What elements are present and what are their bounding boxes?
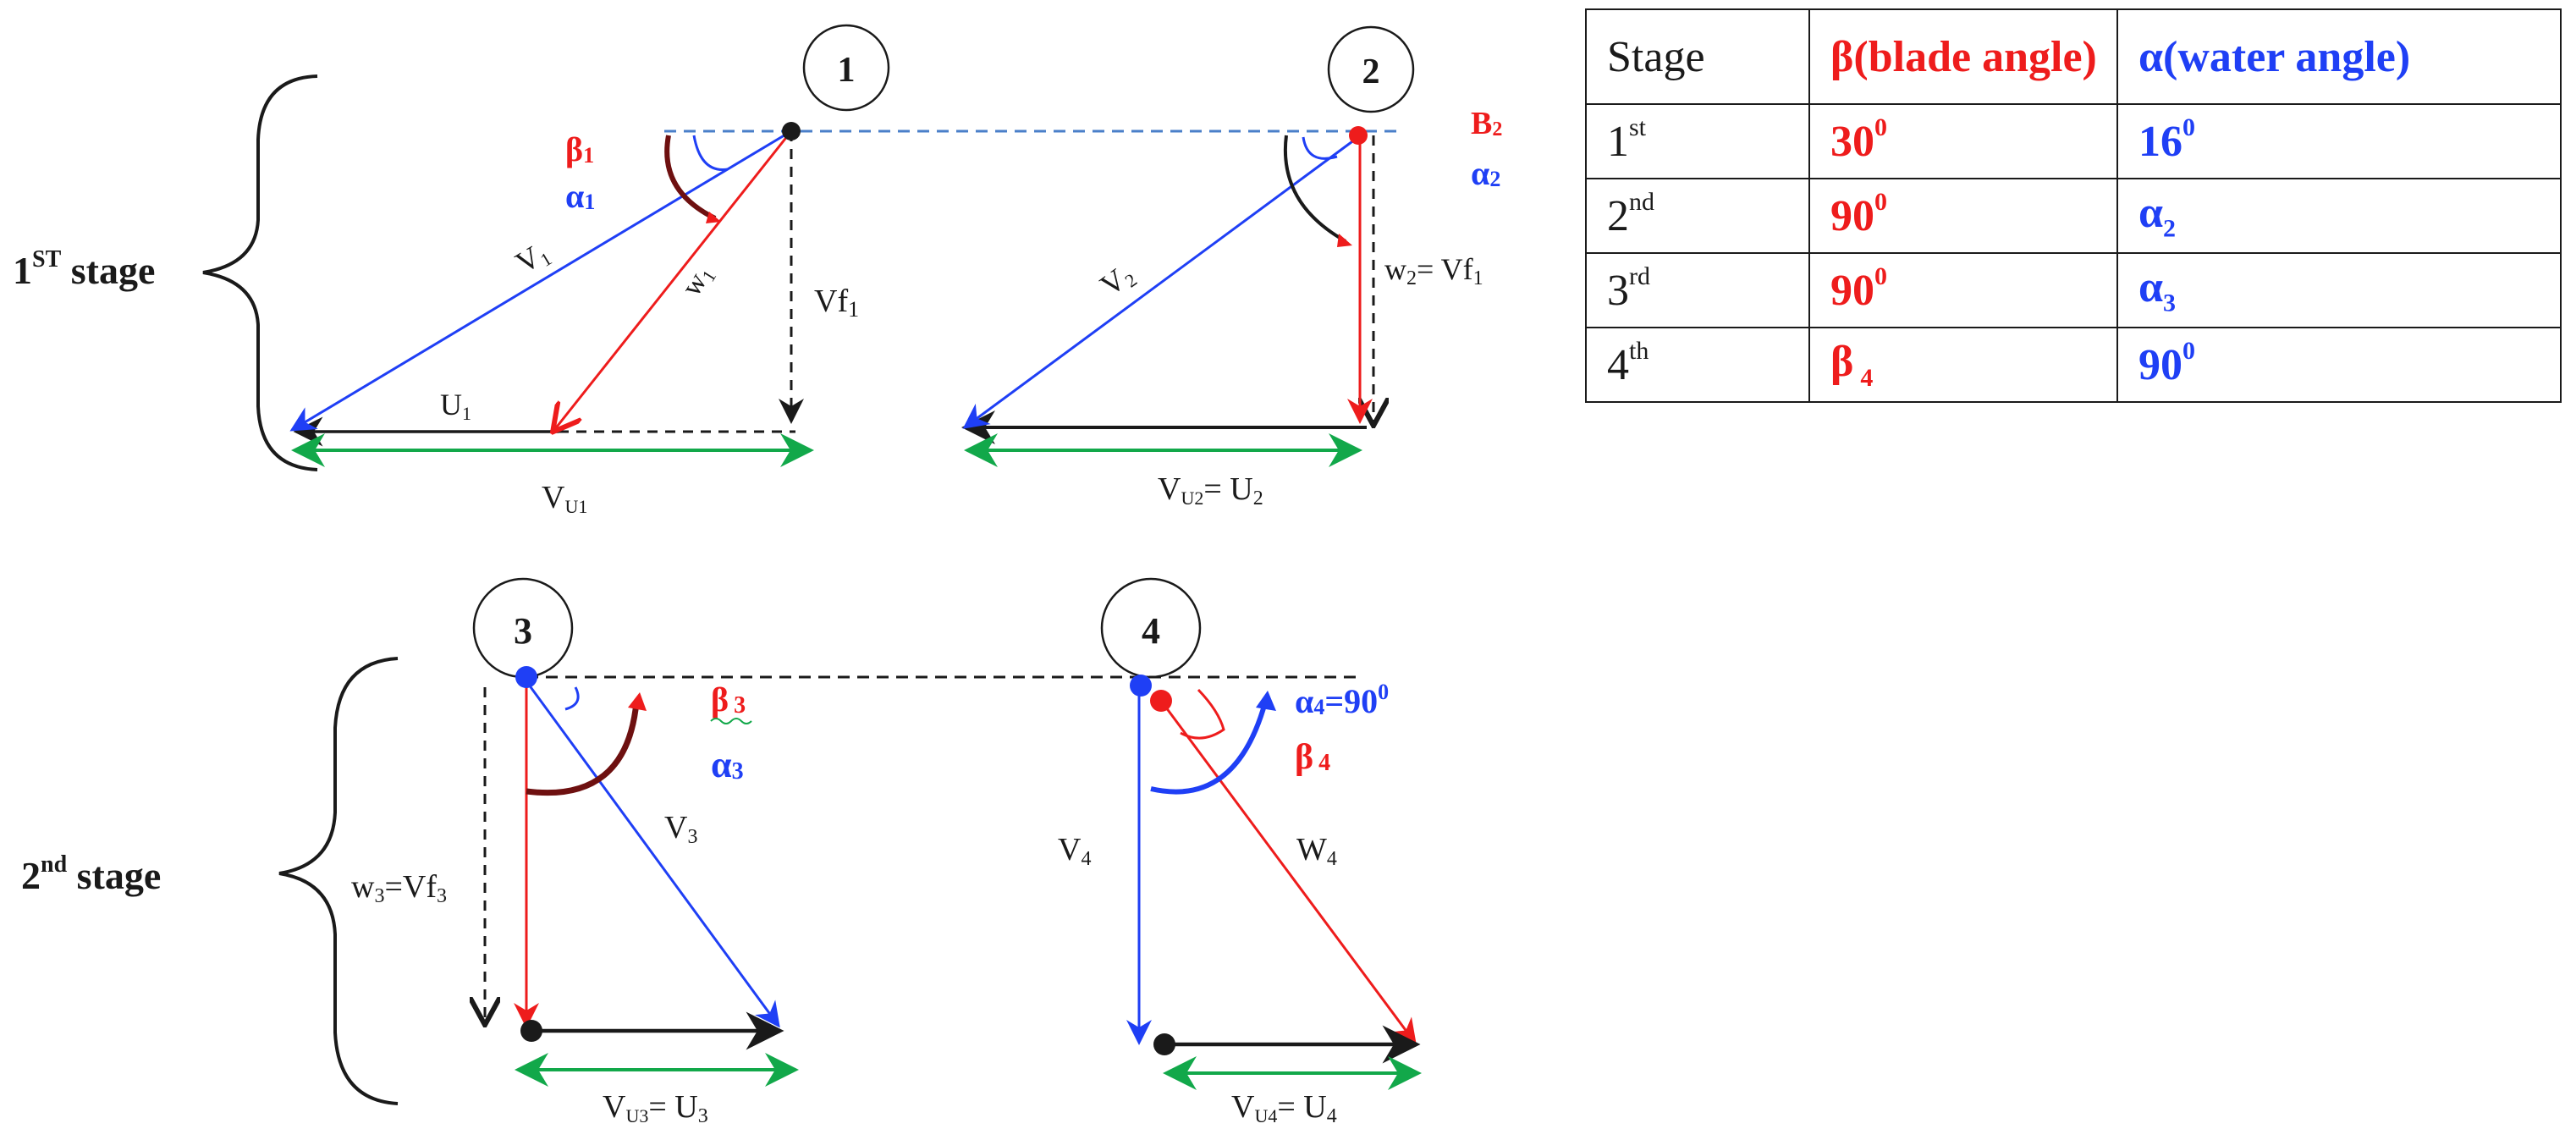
header-stage: Stage [1585,8,1810,105]
alpha4-label: α4=900 [1295,680,1389,720]
alpha3-label: α3 [711,744,744,785]
vu3-label: VU3= U3 [603,1089,708,1127]
v4-label: V4 [1058,832,1091,870]
svg-text:1: 1 [838,51,856,90]
vf1-label: Vf1 [814,284,859,322]
point-2 [1349,126,1368,145]
cell-blade-angle: 300 [1808,103,2118,179]
header-blade-angle: β(blade angle) [1808,8,2118,105]
table-row: 1st 300 160 [1585,103,2562,179]
vu2-label: VU2= U2 [1158,471,1263,509]
cell-stage: 2nd [1585,178,1810,254]
w3-label: w3=Vf3 [351,869,447,907]
vu4-label: VU4= U4 [1231,1089,1337,1127]
table-row: 3rd 900 α3 [1585,252,2562,328]
cell-blade-angle: 900 [1808,252,2118,328]
point-4-bottom [1153,1033,1175,1055]
stage2-label: 2nd stage [21,851,161,897]
beta4-arc [1180,688,1225,740]
w1-arrow [554,130,793,430]
cell-water-angle: α3 [2116,252,2562,328]
alpha1-label: α1 [565,177,595,215]
w1-label: w1 [675,260,720,303]
point-3-bottom [520,1020,542,1042]
v1-arrow [289,129,792,432]
point-4-red [1150,690,1172,712]
circle-3: 3 [472,577,574,679]
cell-water-angle: 160 [2116,103,2562,179]
alpha2-label: α2 [1471,154,1500,192]
beta2-label: B2 [1471,106,1502,141]
alpha3-arc [564,686,580,711]
v2-label: V2 [1094,256,1141,305]
table-header-row: Stage β(blade angle) α(water angle) [1585,8,2562,105]
v2-arrow [962,135,1359,429]
stage2-brace [278,657,399,1105]
vu1-label: VU1 [542,480,587,517]
triangle-1: β1 α1 V1 w1 Vf1 U1 VU1 [289,122,1396,517]
u1-label: U1 [440,388,471,424]
table-row: 2nd 900 α2 [1585,178,2562,254]
beta1-arc [664,135,717,221]
v3-label: V3 [664,810,697,848]
svg-text:4: 4 [1142,610,1160,652]
cell-stage: 4th [1585,327,1810,403]
cell-water-angle: 900 [2116,327,2562,403]
stage-angle-table: Stage β(blade angle) α(water angle) 1st … [1585,8,2562,403]
cell-stage: 3rd [1585,252,1810,328]
w2-label: w2= Vf1 [1384,252,1483,289]
cell-blade-angle: 900 [1808,178,2118,254]
cell-stage: 1st [1585,103,1810,179]
svg-text:2: 2 [1362,52,1380,91]
beta1-label: β1 [565,130,594,168]
v3-arrow [525,680,780,1028]
circle-2: 2 [1327,25,1415,113]
w4-arrow [1159,700,1417,1045]
beta3-arc [526,702,640,796]
stage1-label: 1ST stage [13,246,155,292]
triangle-2: B2 α2 V2 w2= Vf1 VU2= U2 [961,106,1502,509]
alpha4-arc [1150,702,1268,795]
circle-4: 4 [1100,577,1202,679]
circle-1: 1 [802,24,890,112]
svg-text:3: 3 [514,610,532,652]
point-3-top [515,666,537,688]
cell-water-angle: α2 [2116,178,2562,254]
stage1-brace [202,74,318,471]
header-water-angle: α(water angle) [2116,8,2562,105]
beta2-arc [1283,135,1346,243]
w4-label: W4 [1296,832,1337,870]
alpha1-arc [692,135,729,171]
point-1 [782,122,801,140]
alpha2-arc [1302,136,1338,160]
point-4-blue [1130,675,1152,697]
